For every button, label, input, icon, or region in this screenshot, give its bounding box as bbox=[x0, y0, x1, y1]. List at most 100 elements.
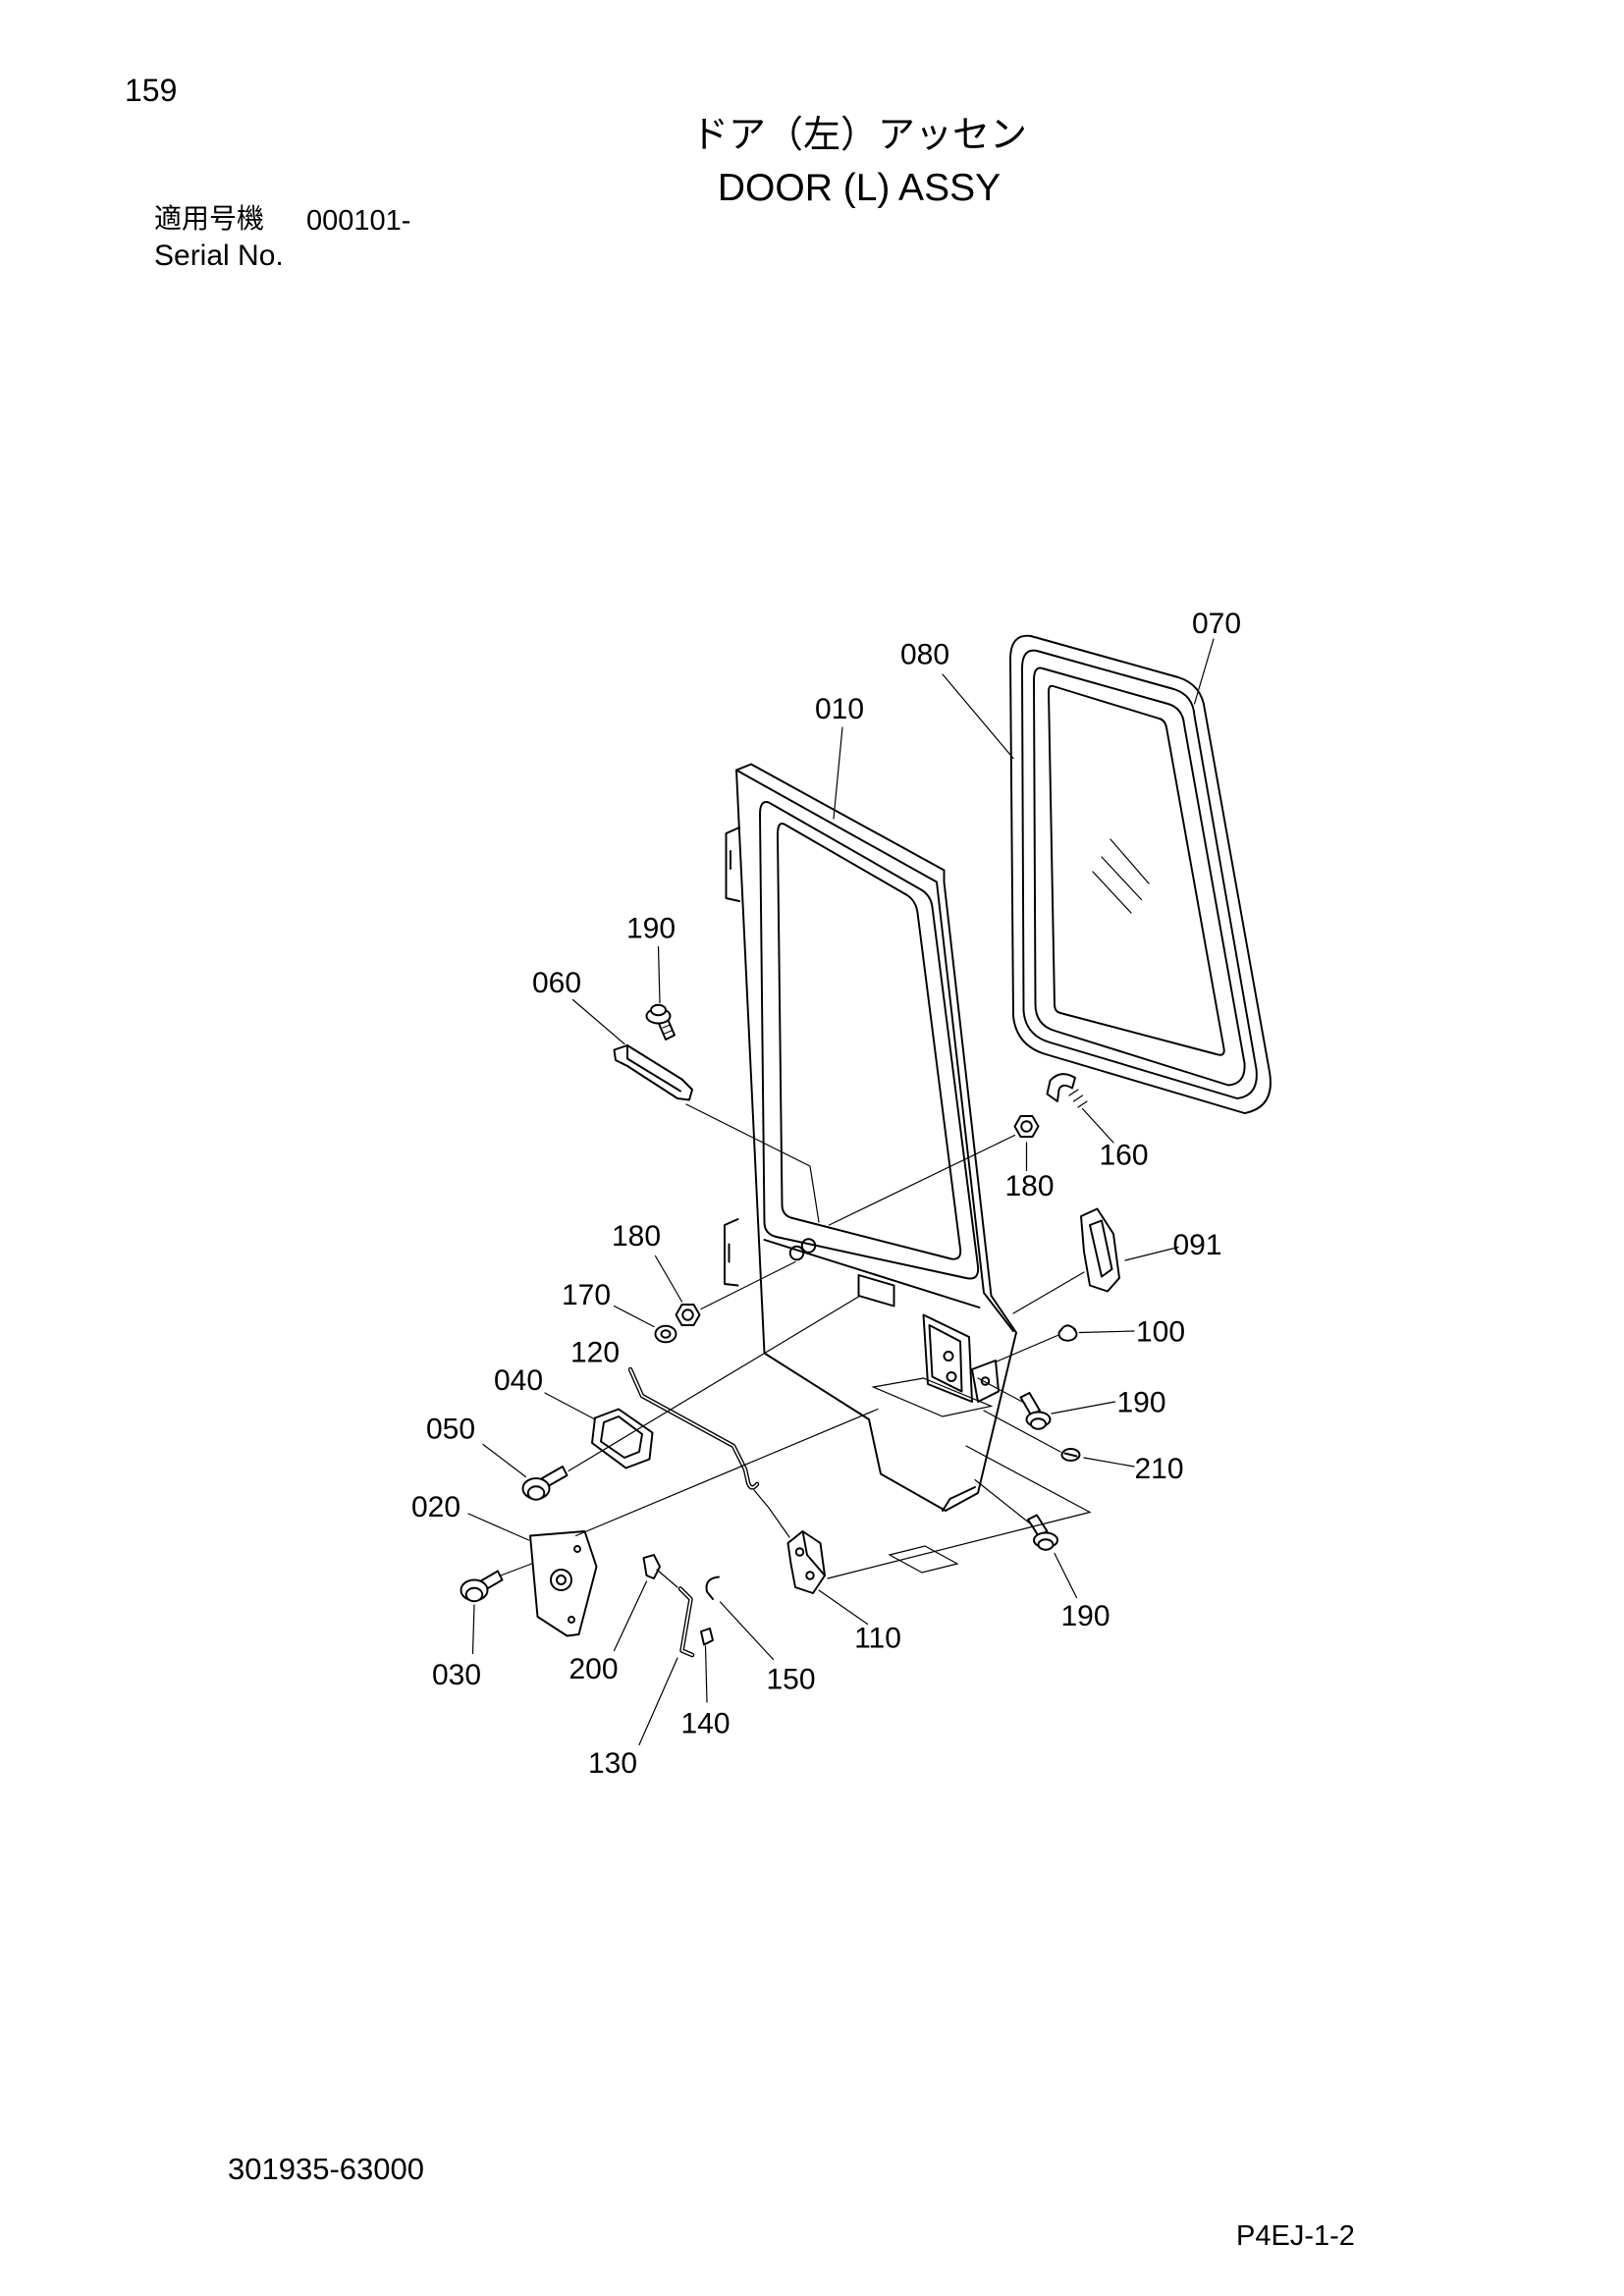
plate-hole-lower bbox=[568, 1616, 575, 1624]
door-hole-left bbox=[788, 1245, 805, 1261]
bolt-head bbox=[464, 1586, 484, 1603]
rod-120 bbox=[627, 1366, 760, 1490]
bolt-190-upper bbox=[645, 1003, 676, 1041]
pin-body bbox=[700, 1628, 714, 1646]
nipple-thread bbox=[1068, 1089, 1088, 1108]
callout-030: 030 bbox=[432, 1659, 481, 1691]
door-glass-part bbox=[1048, 684, 1225, 1056]
leader-050 bbox=[482, 1443, 527, 1478]
page-number: 159 bbox=[125, 73, 178, 108]
outer-handle-recess bbox=[1089, 1219, 1113, 1278]
latch-pivot-lower bbox=[805, 1571, 815, 1580]
serial-label-english: Serial No. bbox=[154, 240, 284, 272]
leader-040 bbox=[544, 1392, 596, 1420]
callout-020: 020 bbox=[411, 1491, 460, 1523]
leader-140 bbox=[704, 1645, 708, 1703]
assembly-line-091 bbox=[1012, 1271, 1085, 1314]
rod-core bbox=[679, 1587, 693, 1656]
clip-150 bbox=[705, 1575, 720, 1600]
assembly-line-060 bbox=[685, 1103, 820, 1223]
leader-110 bbox=[818, 1589, 869, 1626]
assembly-line-030 bbox=[500, 1563, 533, 1576]
diagram-content: 070 080 010 190 060 160 180 091 180 170 … bbox=[411, 608, 1272, 1780]
door-lock-pin-lower bbox=[946, 1371, 957, 1382]
washer-170 bbox=[654, 1324, 677, 1344]
washer-inner bbox=[660, 1329, 672, 1339]
leader-190-lower bbox=[1054, 1552, 1078, 1599]
callout-080: 080 bbox=[900, 639, 949, 671]
door-lower-detail bbox=[942, 1486, 976, 1512]
leader-080 bbox=[942, 673, 1014, 760]
clip-200 bbox=[642, 1554, 661, 1579]
assembly-outline-lock bbox=[871, 1377, 994, 1417]
door-frame-part bbox=[724, 763, 1017, 1512]
leader-130 bbox=[638, 1657, 678, 1746]
callout-labels: 070 080 010 190 060 160 180 091 180 170 … bbox=[411, 608, 1241, 1780]
door-window-outer bbox=[759, 801, 980, 1280]
nut-180-upper bbox=[1013, 1115, 1040, 1138]
plate-hole-upper bbox=[573, 1545, 581, 1553]
leader-070 bbox=[1193, 638, 1215, 705]
glass-seal-middle bbox=[1021, 649, 1258, 1099]
leader-190-middle bbox=[1051, 1401, 1116, 1415]
inner-handle-recess bbox=[600, 1415, 643, 1459]
cap-slot bbox=[1063, 1452, 1078, 1458]
page-title-english: DOOR (L) ASSY bbox=[717, 167, 1001, 209]
door-outline bbox=[735, 763, 1017, 1512]
callout-110: 110 bbox=[854, 1623, 901, 1655]
callout-190-lower: 190 bbox=[1060, 1600, 1110, 1632]
leader-091 bbox=[1124, 1246, 1179, 1261]
nut-bore bbox=[681, 1308, 694, 1321]
nipple-body bbox=[1046, 1073, 1076, 1102]
rod-outline bbox=[627, 1366, 760, 1490]
nut-180-lower bbox=[675, 1304, 701, 1326]
leader-210 bbox=[1083, 1457, 1135, 1468]
assembly-line-190-lower bbox=[974, 1478, 1034, 1526]
callout-050: 050 bbox=[426, 1414, 475, 1446]
leader-170 bbox=[613, 1305, 655, 1328]
bolt-050 bbox=[521, 1466, 568, 1501]
door-lock-recess-inner bbox=[928, 1324, 963, 1393]
callout-200: 200 bbox=[568, 1653, 618, 1685]
door-lock-recess bbox=[922, 1313, 973, 1403]
serial-label-japanese: 適用号機 bbox=[154, 202, 265, 235]
glass-reflection-2 bbox=[1101, 856, 1143, 901]
door-lower-rail bbox=[763, 1239, 981, 1308]
assembly-line-120 bbox=[753, 1489, 790, 1538]
door-hinge-upper bbox=[725, 827, 740, 902]
glass-reflection-1 bbox=[1092, 871, 1132, 914]
cap-100 bbox=[1057, 1324, 1078, 1342]
nipple-160 bbox=[1046, 1073, 1088, 1108]
bolt-head bbox=[1037, 1538, 1055, 1551]
page-code: P4EJ-1-2 bbox=[1236, 2220, 1355, 2252]
door-striker-hole bbox=[980, 1376, 991, 1386]
nut-bore bbox=[1020, 1120, 1033, 1133]
rod-130 bbox=[677, 1586, 695, 1658]
assembly-line-190-middle bbox=[977, 1377, 1026, 1405]
callout-100: 100 bbox=[1136, 1316, 1185, 1349]
plate-020 bbox=[529, 1530, 598, 1637]
glass-reflection-3 bbox=[1110, 838, 1150, 884]
leader-060 bbox=[571, 998, 625, 1045]
leader-200 bbox=[613, 1580, 648, 1652]
catalog-number: 301935-63000 bbox=[228, 2152, 424, 2186]
callout-190-middle: 190 bbox=[1116, 1387, 1165, 1419]
leader-160 bbox=[1081, 1107, 1114, 1144]
bolt-190-middle bbox=[1019, 1392, 1052, 1430]
glass-seal-inner bbox=[1033, 667, 1246, 1087]
leader-100 bbox=[1078, 1330, 1135, 1334]
cap-dome bbox=[1059, 1324, 1076, 1332]
leader-020 bbox=[467, 1513, 530, 1541]
assembly-line-110 bbox=[827, 1445, 1092, 1579]
callout-130: 130 bbox=[588, 1747, 637, 1780]
latch-pivot-upper bbox=[794, 1547, 805, 1557]
callout-070: 070 bbox=[1192, 608, 1241, 640]
assembly-line-180-lower bbox=[700, 1260, 796, 1310]
callout-010: 010 bbox=[815, 693, 864, 725]
nut-hex bbox=[1013, 1115, 1040, 1138]
callout-060: 060 bbox=[532, 967, 581, 999]
leader-lines bbox=[467, 638, 1215, 1746]
door-striker-plate bbox=[971, 1360, 1000, 1403]
